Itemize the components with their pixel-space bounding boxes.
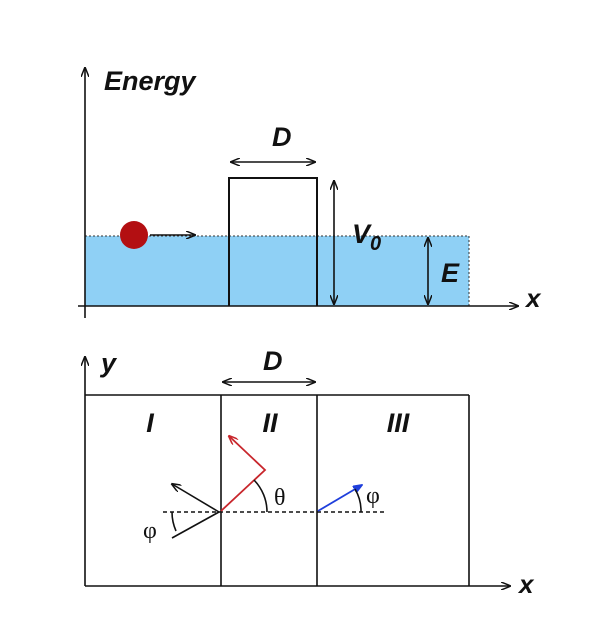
angle-arc-phi-right	[354, 488, 362, 513]
reflected-ray	[172, 484, 220, 513]
bottom-panel: y x D I II III φ θ φ	[85, 346, 535, 599]
barrier-height-label: V0	[352, 219, 381, 255]
region-label-i: I	[146, 408, 154, 438]
top-x-axis-label: x	[524, 283, 542, 313]
angle-arc-theta	[253, 479, 268, 513]
region-label-ii: II	[262, 408, 278, 438]
y-axis-label: y	[99, 348, 118, 378]
potential-barrier	[228, 177, 318, 306]
angle-phi-left-label: φ	[143, 518, 157, 544]
incident-ray	[171, 511, 220, 539]
particle	[120, 221, 148, 249]
energy-level-label: E	[441, 258, 460, 288]
bottom-x-axis-label: x	[517, 569, 535, 599]
angle-phi-right-label: φ	[366, 483, 380, 509]
refracted-ray-red	[220, 436, 267, 512]
top-panel: Energy x D V0 E	[78, 66, 542, 318]
angle-theta-label: θ	[274, 485, 286, 511]
barrier-width-label: D	[272, 122, 292, 152]
region-width-label: D	[263, 346, 283, 376]
region-label-iii: III	[387, 408, 410, 438]
energy-fill-region	[84, 235, 470, 307]
energy-axis-label: Energy	[104, 66, 198, 96]
angle-arc-phi-left	[171, 511, 177, 532]
